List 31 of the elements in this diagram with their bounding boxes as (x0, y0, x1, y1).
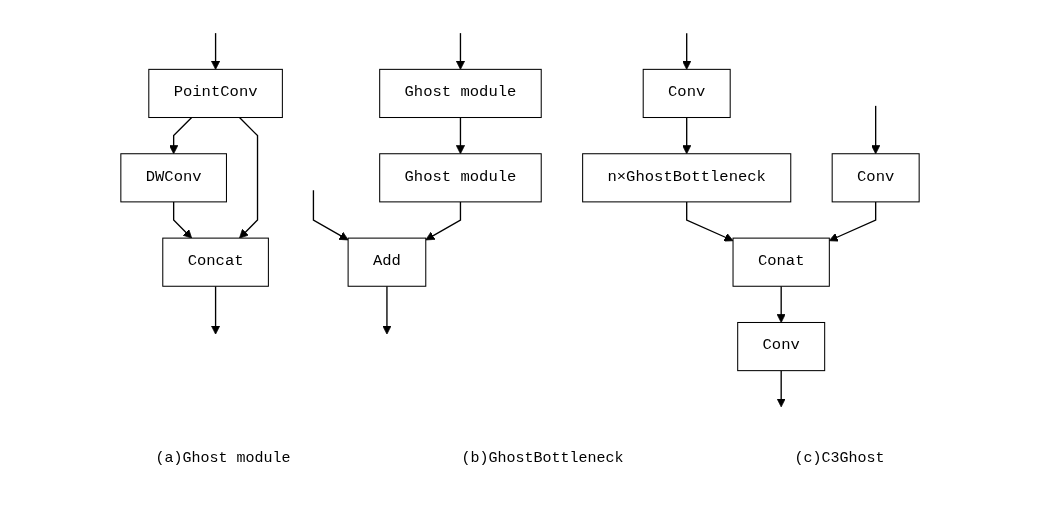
arrow (455, 116, 465, 155)
caption: (c)C3Ghost (794, 450, 885, 467)
node-box: Conv (831, 153, 920, 203)
arrow (172, 201, 193, 239)
node-box: PointConv (148, 68, 283, 119)
arrow (382, 285, 392, 335)
arrow (828, 201, 877, 242)
arrow (425, 201, 462, 241)
node-box: Ghost module (379, 68, 542, 119)
arrow (776, 369, 786, 408)
node-box: Concat (162, 237, 269, 287)
node-box: n×GhostBottleneck (582, 153, 792, 203)
arrow (682, 116, 692, 155)
arrow (238, 116, 259, 239)
caption: (a)Ghost module (155, 450, 291, 467)
node-box: Add (347, 237, 427, 287)
arrow (455, 32, 465, 70)
arrow (686, 201, 734, 242)
node-box: Conat (732, 237, 830, 287)
node-box: Conv (642, 68, 731, 119)
arrow (169, 116, 193, 155)
arrow (312, 189, 349, 241)
arrow (211, 285, 221, 335)
node-box: Ghost module (379, 153, 542, 203)
arrow (211, 32, 221, 70)
node-box: Conv (737, 321, 826, 372)
arrow (871, 105, 881, 155)
arrow (682, 32, 692, 70)
caption: (b)GhostBottleneck (461, 450, 624, 467)
arrow (776, 285, 786, 323)
node-box: DWConv (120, 153, 227, 203)
